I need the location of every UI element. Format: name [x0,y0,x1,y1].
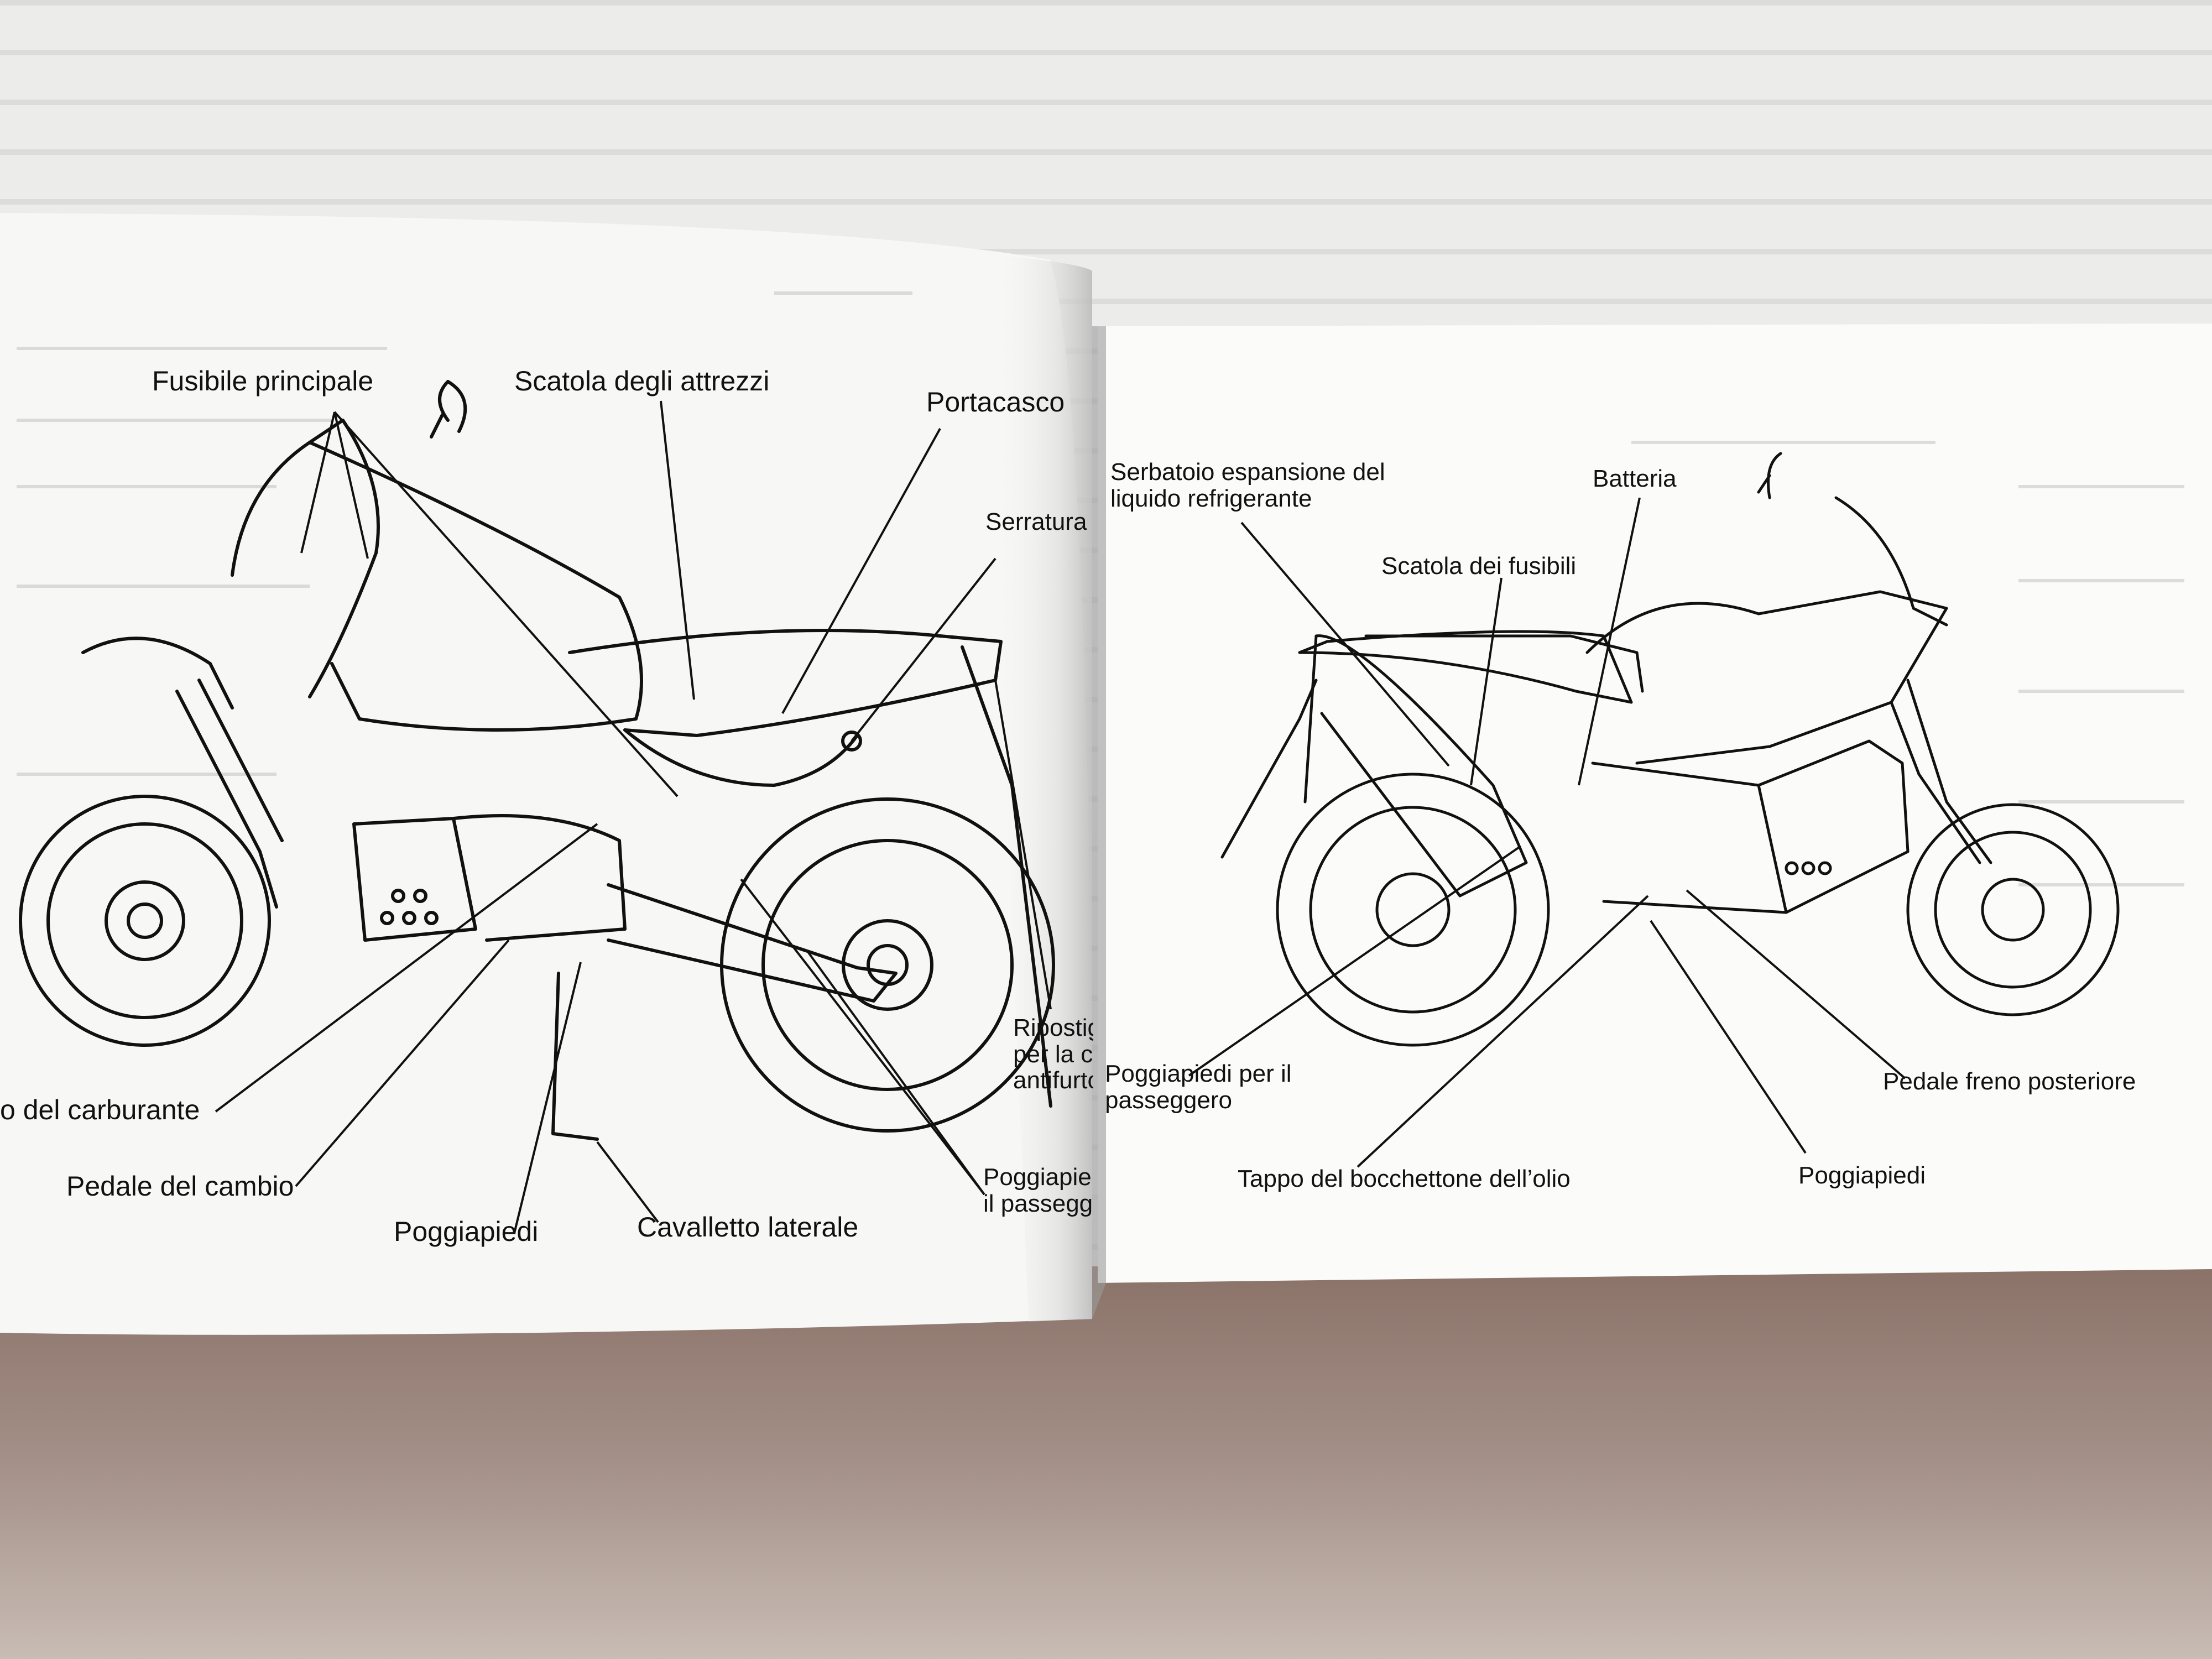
label-batteria: Batteria [1593,465,1677,492]
left-page [0,213,1092,1335]
label-pedale-freno-posteriore: Pedale freno posteriore [1883,1068,2136,1095]
label-scatola-dei-fusibili: Scatola dei fusibili [1381,552,1577,580]
label-ripostiglio: Ripostiglio per la cate antifurto a [1013,1015,1093,1094]
right-front-wheel [1906,803,2120,1016]
right-leader-lines [1188,497,1906,1168]
label-serbatoio-espansione: Serbatoio espansione del liquido refrige… [1110,458,1385,512]
bleed-through [17,291,2184,886]
front-wheel-tire [19,795,271,1047]
label-poggiapiedi-left: Poggiapiedi [394,1216,539,1247]
label-tappo-bocchettone-olio: Tappo del bocchettone dell’olio [1238,1165,1571,1192]
right-motorcycle-illustration [1220,452,2120,1047]
label-poggiapiedi-passeggero-left: Poggiapiedi p il passegger [983,1164,1092,1217]
label-scatola-degli-attrezzi: Scatola degli attrezzi [514,366,770,397]
label-portacasco: Portacasco [926,387,1065,418]
right-rear-wheel [1276,773,1550,1047]
label-serratura-sella: Serratura sel [985,509,1093,535]
label-poggiapiedi-right: Poggiapiedi [1798,1162,1926,1189]
right-page [1098,324,2212,1283]
label-poggiapiedi-passeggero-right: Poggiapiedi per il passeggero [1105,1060,1292,1114]
left-motorcycle-illustration [19,380,1055,1141]
label-pedale-del-cambio: Pedale del cambio [66,1171,294,1202]
label-cavalletto-laterale: Cavalletto laterale [637,1212,859,1243]
label-fusibile-principale: Fusibile principale [152,366,374,397]
left-leader-lines [215,400,1052,1234]
label-tappo-carburante: o del carburante [0,1094,200,1125]
manual-pages [0,213,2212,1335]
